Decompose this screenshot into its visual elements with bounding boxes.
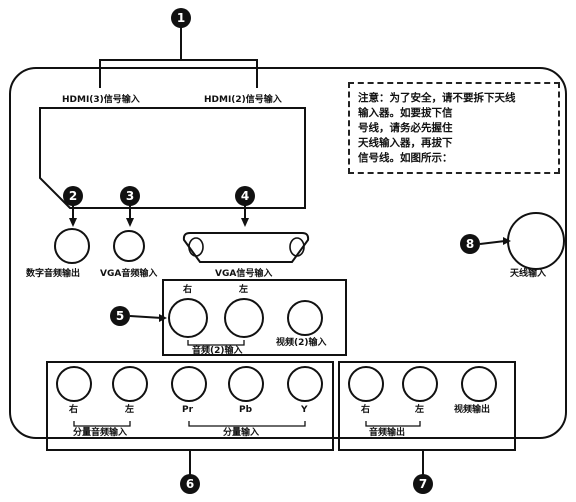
audio2-in-label: 音频(2)输入 — [192, 346, 243, 356]
hdmi2-label: HDMI(2)信号输入 — [204, 95, 282, 105]
callout-1-bracket — [99, 59, 258, 88]
note-line: 天线输入器，再拔下 — [358, 137, 453, 149]
audio2-left-label: 左 — [239, 285, 249, 295]
callout-8-number: 8 — [466, 237, 474, 251]
callout-5-arrowhead — [159, 314, 167, 322]
callout-1-number: 1 — [177, 11, 185, 25]
callout-3-arrowhead — [126, 218, 134, 227]
pb-jack — [228, 366, 264, 402]
component-bracket — [188, 421, 306, 427]
callout-marker-2: 2 — [63, 186, 83, 206]
note-line: 注意：为了安全，请不要拆下天线 — [358, 92, 516, 104]
video-out-jack — [461, 366, 497, 402]
video2-in-jack — [287, 300, 323, 336]
callout-marker-6: 6 — [180, 474, 200, 494]
callout-marker-3: 3 — [120, 186, 140, 206]
callout-8-arrowhead — [503, 237, 511, 245]
audio-out-box — [338, 361, 516, 451]
callout-2-arrowhead — [69, 218, 77, 227]
digital-audio-out-label: 数字音频输出 — [26, 269, 81, 279]
audio2-left-jack — [224, 298, 264, 338]
component-in-label: 分量输入 — [223, 428, 260, 438]
y-label: Y — [301, 405, 308, 415]
callout-6-number: 6 — [186, 477, 194, 491]
comp-audio-right-jack — [56, 366, 92, 402]
callout-4-arrowhead — [241, 218, 249, 227]
callout-marker-1: 1 — [171, 8, 191, 28]
vga-screw-left — [188, 237, 204, 257]
callout-marker-4: 4 — [235, 186, 255, 206]
out-left-label: 左 — [415, 405, 425, 415]
callout-7-number: 7 — [419, 477, 427, 491]
antenna-in-jack — [507, 212, 565, 270]
note-line: 输入器。如要拔下信 — [358, 107, 453, 119]
out-right-label: 右 — [361, 405, 371, 415]
pr-jack — [171, 366, 207, 402]
comp-audio-left-jack — [112, 366, 148, 402]
callout-4-number: 4 — [241, 189, 249, 203]
safety-note-box: 注意：为了安全，请不要拆下天线 输入器。如要拔下信 号线，请务必先握住 天线输入… — [348, 82, 560, 174]
callout-3-number: 3 — [126, 189, 134, 203]
hdmi-port-area — [39, 107, 306, 209]
callout-8-arrow — [479, 240, 506, 245]
note-line: 号线，请务必先握住 — [358, 122, 453, 134]
vga-screw-right — [289, 237, 305, 257]
comp-audio-left-label: 左 — [125, 405, 135, 415]
callout-2-number: 2 — [69, 189, 77, 203]
hdmi3-label: HDMI(3)信号输入 — [62, 95, 140, 105]
component-box — [46, 361, 334, 451]
digital-audio-out-jack — [54, 228, 90, 264]
audio-out-bracket — [365, 421, 421, 427]
antenna-in-label: 天线输入 — [510, 269, 547, 279]
callout-marker-5: 5 — [110, 306, 130, 326]
audio2-right-label: 右 — [183, 285, 193, 295]
out-left-jack — [402, 366, 438, 402]
audio2-bracket — [187, 340, 245, 346]
video2-in-label: 视频(2)输入 — [276, 338, 327, 348]
video-out-label: 视频输出 — [454, 405, 491, 415]
comp-audio-right-label: 右 — [69, 405, 79, 415]
callout-marker-7: 7 — [413, 474, 433, 494]
safety-note-text: 注意：为了安全，请不要拆下天线 输入器。如要拔下信 号线，请务必先握住 天线输入… — [358, 91, 516, 166]
callout-marker-8: 8 — [460, 234, 480, 254]
pr-label: Pr — [182, 405, 194, 415]
vga-audio-in-jack — [113, 230, 145, 262]
tv-back-panel — [9, 67, 567, 439]
audio-out-label: 音频输出 — [369, 428, 406, 438]
callout-5-arrow — [129, 315, 163, 319]
pb-label: Pb — [239, 405, 253, 415]
vga-connector — [182, 232, 310, 263]
audio2-right-jack — [168, 298, 208, 338]
vga-audio-in-label: VGA音频输入 — [100, 269, 158, 279]
note-line: 信号线。如图所示： — [358, 152, 453, 164]
y-jack — [287, 366, 323, 402]
component-audio-in-label: 分量音频输入 — [73, 428, 128, 438]
comp-audio-bracket — [73, 421, 131, 427]
out-right-jack — [348, 366, 384, 402]
callout-5-number: 5 — [116, 309, 124, 323]
vga-signal-in-label: VGA信号输入 — [215, 269, 273, 279]
